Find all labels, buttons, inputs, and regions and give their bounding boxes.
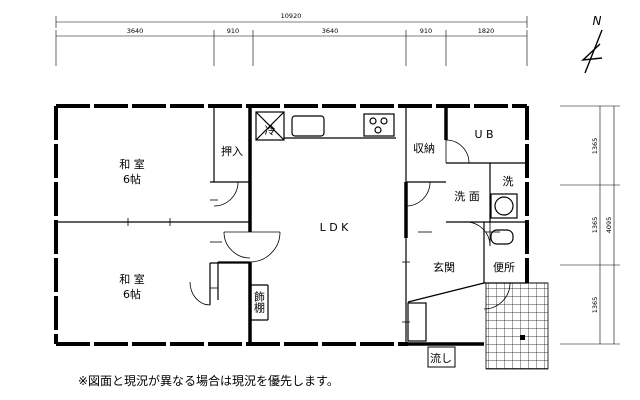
disclaimer-note: ※図面と現況が異なる場合は現況を優先します。 [78, 374, 339, 388]
room-ub: U B [474, 128, 493, 141]
room-ldk: L D K [320, 221, 350, 234]
room-shuno: 収納 [413, 142, 435, 155]
nagashi-box [427, 346, 456, 368]
north-arrow-icon [581, 29, 603, 74]
dim-top-4: 910 [420, 27, 432, 35]
room-sentaku: 洗 [503, 175, 514, 188]
room-kazari: 飾棚 [253, 291, 266, 314]
room-washitsu1-size: 6帖 [123, 173, 141, 186]
dim-top-2: 910 [227, 27, 239, 35]
wall-ticks [127, 199, 500, 323]
door-swings [189, 139, 511, 310]
dim-right-3: 1365 [591, 297, 599, 314]
room-washitsu1-name: 和 室 [119, 157, 145, 171]
room-oshiire: 押入 [221, 144, 243, 158]
exterior-walls [54, 104, 529, 346]
dim-right-2: 1365 [591, 217, 599, 234]
interior-partitions [56, 106, 527, 344]
dim-right-1: 1365 [591, 138, 599, 155]
room-benjo: 便所 [493, 261, 515, 274]
dim-top-1: 3640 [127, 27, 144, 35]
room-nagashi: 流し [430, 351, 452, 365]
room-genkan: 玄関 [433, 260, 455, 274]
room-senmen: 洗 面 [454, 190, 480, 203]
dim-top-3: 3640 [322, 27, 339, 35]
room-reizoko: 冷 [265, 124, 276, 137]
top-dimension-lines [55, 16, 528, 66]
dim-overall-width: 10920 [281, 12, 302, 20]
dim-top-5: 1820 [478, 27, 495, 35]
terrace-grid [485, 282, 549, 370]
north-label: N [593, 14, 602, 28]
right-dimension-lines [560, 105, 620, 345]
main-partition-walls [248, 106, 484, 346]
dim-overall-height: 4095 [605, 217, 613, 234]
room-washitsu2-name: 和 室 [119, 272, 145, 286]
room-washitsu2-size: 6帖 [123, 288, 141, 301]
